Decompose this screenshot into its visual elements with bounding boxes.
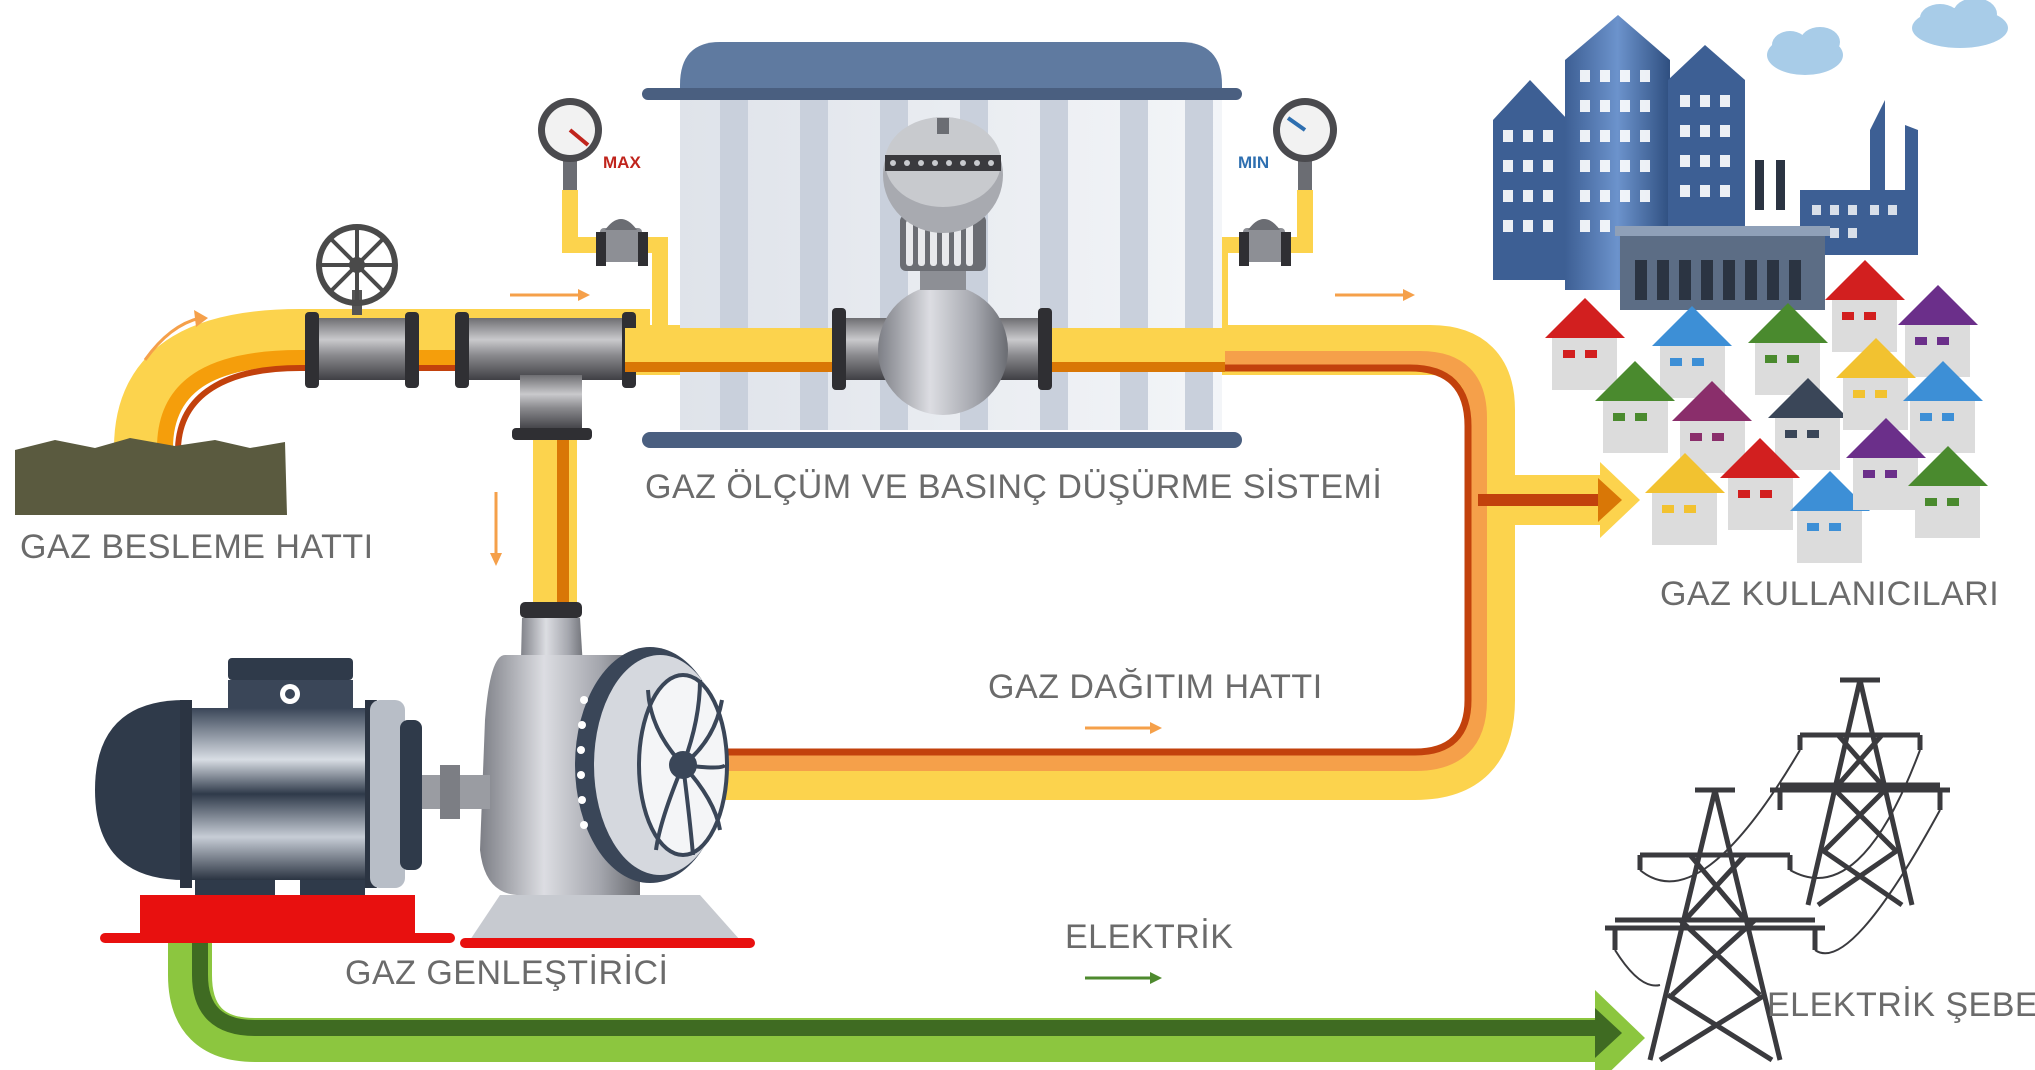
feed-pipe-outer bbox=[114, 309, 650, 450]
electric-line-inner bbox=[192, 935, 1605, 1036]
min-pressure-gauge: MIN bbox=[1238, 98, 1337, 266]
house-icon bbox=[1545, 298, 1625, 390]
distribution-pipe-core bbox=[620, 364, 1472, 756]
power-pylon-icon bbox=[1770, 677, 1950, 908]
electric-arrowhead-inner bbox=[1595, 1008, 1622, 1058]
metering-system-label: GAZ ÖLÇÜM VE BASINÇ DÜŞÜRME SİSTEMİ bbox=[645, 468, 1382, 506]
electric-line-outer bbox=[168, 935, 1605, 1062]
feed-pipe-core bbox=[175, 365, 650, 449]
house-icon bbox=[1790, 471, 1870, 563]
house-icon bbox=[1748, 303, 1828, 395]
small-valve-right bbox=[1239, 219, 1291, 266]
min-label: MIN bbox=[1238, 153, 1269, 172]
house-icon bbox=[1898, 285, 1978, 377]
grid-label: ELEKTRİK ŞEBEKESİ bbox=[1767, 986, 2035, 1024]
small-valve-left bbox=[596, 219, 648, 266]
cloud-icon bbox=[1767, 27, 1843, 75]
house-icon bbox=[1720, 438, 1800, 530]
electricity-label: ELEKTRİK bbox=[1065, 918, 1233, 956]
generator-endcap bbox=[95, 700, 185, 880]
max-label: MAX bbox=[603, 153, 641, 172]
house-icon bbox=[1825, 260, 1905, 352]
house-icon bbox=[1645, 453, 1725, 545]
house-icon bbox=[1836, 338, 1916, 430]
electric-arrowhead-outer bbox=[1595, 990, 1645, 1070]
house-icon bbox=[1908, 446, 1988, 538]
city-skyline bbox=[1493, 0, 2008, 563]
pressure-regulator bbox=[832, 117, 1052, 415]
distribution-pipe-outer bbox=[620, 325, 1515, 800]
ground-mound bbox=[15, 438, 287, 515]
distribution-line-label: GAZ DAĞITIM HATTI bbox=[988, 668, 1323, 706]
generator-base bbox=[100, 933, 455, 943]
expander-label: GAZ GENLEŞTİRİCİ bbox=[345, 954, 669, 992]
house-icon bbox=[1846, 418, 1926, 510]
generator-body bbox=[185, 708, 370, 880]
house-icon bbox=[1903, 361, 1983, 453]
station-roof bbox=[680, 42, 1222, 92]
house-icon bbox=[1652, 306, 1732, 398]
electric-line bbox=[168, 935, 1645, 1070]
feed-line-label: GAZ BESLEME HATTI bbox=[20, 528, 374, 566]
turbine-base bbox=[460, 938, 755, 948]
power-pylon-icon-2 bbox=[1605, 787, 1825, 1063]
tee-fitting bbox=[455, 312, 636, 440]
valve-body bbox=[315, 318, 410, 380]
house-icon bbox=[1595, 361, 1675, 453]
gate-valve bbox=[305, 224, 419, 388]
generator bbox=[95, 658, 455, 943]
gas-expander-turbine bbox=[420, 602, 755, 948]
power-cables bbox=[1614, 749, 1941, 987]
house-icon bbox=[1768, 378, 1848, 470]
flow-arrows bbox=[143, 289, 1415, 984]
users-label: GAZ KULLANICILARI bbox=[1660, 575, 1999, 613]
handwheel-icon bbox=[316, 224, 398, 306]
cloud-icon-2 bbox=[1912, 0, 2008, 48]
distribution-pipe-mid bbox=[620, 351, 1487, 771]
factory-icon bbox=[1800, 100, 1918, 255]
max-pressure-gauge: MAX bbox=[538, 98, 648, 266]
feed-pipe-inner bbox=[157, 350, 650, 449]
users-arrowhead-inner bbox=[1598, 478, 1622, 522]
feed-arrow-icon bbox=[143, 316, 201, 361]
